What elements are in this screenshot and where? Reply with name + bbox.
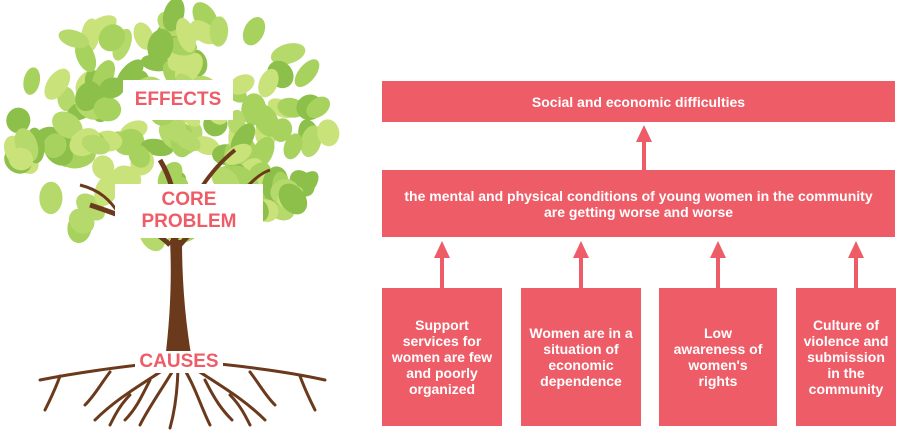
leaf [52,111,83,139]
leaf [99,77,125,99]
effects-label: EFFECTS [123,80,233,120]
leaf [278,183,308,215]
leaf [147,28,174,64]
leaf [294,59,320,88]
leaf [192,136,220,156]
leaf [306,96,331,119]
leaf [93,96,122,122]
arrow-cause3-to-core [710,241,726,288]
leaf [270,43,306,65]
cause-text-3: Low awareness of women's rights [673,325,763,389]
leaf [252,104,280,137]
leaf [8,147,34,171]
arrow-cause2-to-core [573,241,589,288]
leaf [44,68,71,100]
leaf [94,173,120,207]
causes-label-text: CAUSES [135,351,223,373]
cause-box-1: Support services for women are few and p… [382,288,502,426]
leaf [23,67,41,95]
leaf [81,134,110,155]
leaf [75,81,102,112]
leaf [75,40,97,73]
cause-box-3: Low awareness of women's rights [659,288,777,426]
leaf [58,29,90,49]
cause-box-4: Culture of violence and submission in th… [796,288,896,426]
arrow-cause1-to-core [434,241,450,288]
arrow-core-to-effect [636,125,652,170]
cause-text-2: Women are in a situation of economic dep… [529,325,633,389]
effects-label-text: EFFECTS [134,89,222,110]
leaf [317,119,340,147]
leaf [39,181,63,215]
core-problem-label: CORE PROBLEM [115,184,263,238]
core-problem-box: the mental and physical conditions of yo… [382,170,895,237]
leaf [242,17,266,46]
core-problem-line1: CORE [161,189,217,210]
leaf [43,133,67,159]
leaf [128,144,151,168]
leaf [228,74,255,95]
leaf [92,155,115,180]
core-problem-line2: PROBLEM [141,211,237,232]
leaf [98,24,126,52]
leaf [283,133,303,160]
leaf [171,127,201,152]
cause-text-4: Culture of violence and submission in th… [803,317,889,397]
leaf [224,143,252,166]
leaf [209,16,229,47]
cause-box-2: Women are in a situation of economic dep… [521,288,641,426]
leaf [6,107,31,134]
core-problem-text: the mental and physical conditions of yo… [404,187,873,220]
tree-roots [38,358,327,430]
leaf [176,17,196,53]
leaf [68,208,95,234]
effect-text: Social and economic difficulties [531,93,746,110]
leaf [300,125,322,158]
causes-label: CAUSES [130,348,228,376]
effect-box: Social and economic difficulties [382,81,895,122]
cause-text-1: Support services for women are few and p… [391,317,493,397]
leaf [258,68,279,98]
arrow-cause4-to-core [848,241,864,288]
